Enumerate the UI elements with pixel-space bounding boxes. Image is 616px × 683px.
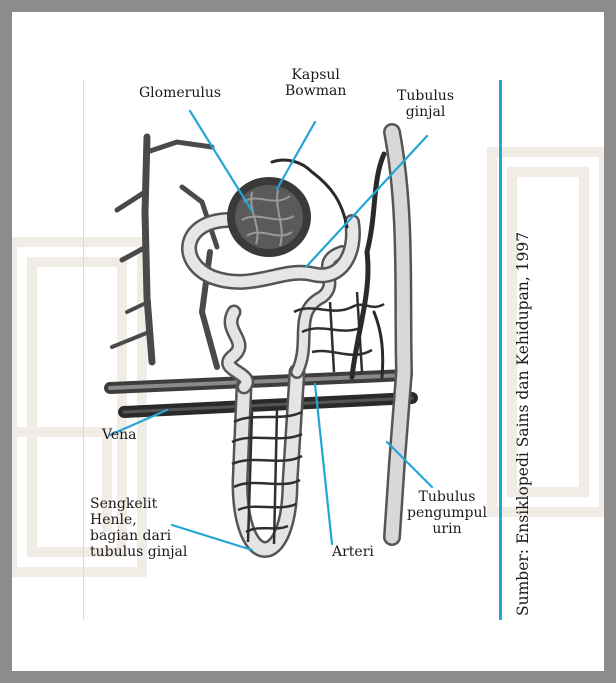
label-tubulus-ginjal-line2: ginjal	[397, 104, 454, 120]
label-vena-text: Vena	[102, 427, 136, 443]
label-tubulus-ginjal-line1: Tubulus	[397, 88, 454, 104]
label-sengkelit-henle-line3: bagian dari	[90, 528, 187, 544]
label-arteri-text: Arteri	[332, 544, 374, 560]
label-arteri: Arteri	[332, 544, 374, 560]
label-sengkelit-henle-line4: tubulus ginjal	[90, 544, 187, 560]
label-tubulus-pengumpul: Tubulus pengumpul urin	[407, 489, 487, 537]
leader-kapsul-bowman	[277, 122, 315, 189]
label-glomerulus-text: Glomerulus	[139, 85, 221, 101]
source-caption: Sumber: Ensiklopedi Sains dan Kehidupan,…	[512, 246, 534, 616]
label-kapsul-bowman-line2: Bowman	[285, 83, 346, 99]
leader-tubulus-ginjal	[306, 136, 427, 267]
leader-arteri	[315, 384, 332, 544]
leader-glomerulus	[190, 111, 252, 211]
label-kapsul-bowman: Kapsul Bowman	[285, 67, 346, 99]
leader-tubulus-pengumpul	[387, 442, 432, 487]
label-glomerulus: Glomerulus	[139, 85, 221, 101]
label-sengkelit-henle-line1: Sengkelit	[90, 496, 187, 512]
label-sengkelit-henle: Sengkelit Henle, bagian dari tubulus gin…	[90, 496, 187, 560]
label-tubulus-ginjal: Tubulus ginjal	[397, 88, 454, 120]
label-vena: Vena	[102, 427, 136, 443]
label-tubulus-pengumpul-line1: Tubulus	[407, 489, 487, 505]
label-tubulus-pengumpul-line3: urin	[407, 521, 487, 537]
label-kapsul-bowman-line1: Kapsul	[285, 67, 346, 83]
label-sengkelit-henle-line2: Henle,	[90, 512, 187, 528]
label-tubulus-pengumpul-line2: pengumpul	[407, 505, 487, 521]
